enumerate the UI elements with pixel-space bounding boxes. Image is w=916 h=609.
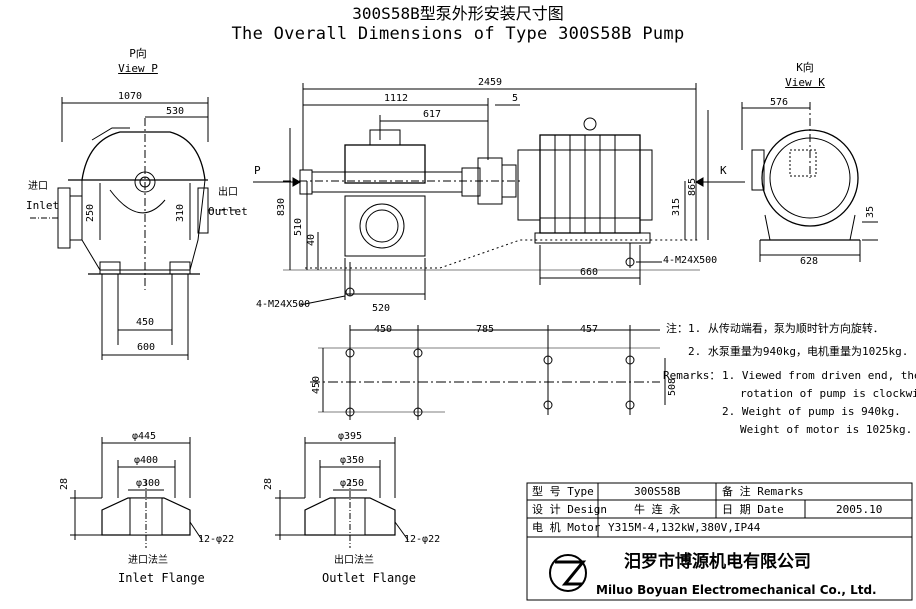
tb-motor-value: Y315M-4,132kW,380V,IP44: [608, 521, 761, 534]
view-k-en: View K: [785, 76, 825, 89]
dim-450-side: 450: [136, 317, 155, 328]
tb-type-value: 300S58B: [634, 485, 681, 498]
dim-617: 617: [423, 109, 442, 120]
bolt-motor-label: 4-M24X500: [663, 255, 718, 266]
outlet-flange-thick: 28: [263, 477, 274, 490]
inlet-flange-drawing: [70, 437, 203, 548]
dim-660: 660: [580, 267, 599, 278]
inlet-flange-pcd: φ400: [134, 455, 159, 466]
note-en-head: Remarks：: [663, 369, 721, 382]
inlet-flange-thick: 28: [59, 477, 70, 490]
dim-520: 520: [372, 303, 391, 314]
dim-250: 250: [85, 203, 96, 222]
inlet-flange-en: Inlet Flange: [118, 571, 205, 585]
dim-628: 628: [800, 256, 819, 267]
front-view-drawing: [253, 83, 745, 306]
outlet-flange-en: Outlet Flange: [322, 571, 416, 585]
note-en-1b: rotation of pump is clockwise.: [740, 387, 916, 400]
dim-1070: 1070: [118, 91, 143, 102]
outlet-flange-outer: φ395: [338, 431, 363, 442]
note-cn-1: 注：1. 从传动端看，泵为顺时针方向旋转．: [666, 322, 884, 335]
dim-40: 40: [306, 233, 317, 246]
dim-plan-785: 785: [476, 324, 495, 335]
arrow-p-label: P: [254, 164, 261, 177]
tb-motor-label: 电 机 Motor: [532, 521, 601, 534]
note-en-1a: 1. Viewed from driven end, the: [722, 369, 916, 382]
note-en-2b: Weight of motor is 1025kg.: [740, 423, 913, 436]
outlet-cn: 出口: [218, 187, 238, 198]
dim-600: 600: [137, 342, 156, 353]
inlet-flange-cn: 进口法兰: [128, 555, 168, 566]
inlet-flange-holes: 12-φ22: [198, 534, 235, 545]
view-p-cn: P向: [129, 47, 147, 60]
k-view-drawing: [741, 102, 878, 262]
tb-remarks-label: 备 注 Remarks: [722, 485, 804, 498]
outlet-flange-pcd: φ350: [340, 455, 365, 466]
dim-310: 310: [175, 203, 186, 222]
title-block-grid: [526, 482, 913, 601]
arrow-k-label: K: [720, 164, 727, 177]
inlet-flange-bore: φ300: [136, 478, 161, 489]
plan-view-drawing: [310, 325, 666, 420]
p-view-drawing: [30, 97, 238, 360]
bolt-pump-label: 4-M24X500: [256, 299, 311, 310]
outlet-flange-holes: 12-φ22: [404, 534, 441, 545]
tb-type-label: 型 号 Type: [532, 485, 594, 498]
outlet-flange-bore: φ250: [340, 478, 365, 489]
dim-315: 315: [671, 197, 682, 216]
title-en: The Overall Dimensions of Type 300S58B P…: [231, 24, 685, 44]
inlet-en: Inlet: [26, 199, 60, 212]
dim-576: 576: [770, 97, 789, 108]
inlet-flange-outer: φ445: [132, 431, 157, 442]
tb-date-value: 2005.10: [836, 503, 883, 516]
inlet-cn: 进口: [28, 181, 48, 192]
dim-510: 510: [293, 217, 304, 236]
dim-plan-457: 457: [580, 324, 599, 335]
outlet-flange-cn: 出口法兰: [334, 555, 374, 566]
dim-830: 830: [276, 197, 287, 216]
note-cn-2: 2. 水泵重量为940kg，电机重量为1025kg.: [688, 345, 909, 358]
dim-865: 865: [687, 177, 698, 196]
dim-plan-450: 450: [374, 324, 393, 335]
view-k-cn: K向: [796, 61, 814, 74]
company-logo: [549, 554, 587, 592]
tb-design-value: 牛 连 永: [634, 503, 681, 516]
outlet-en: Outlet: [208, 205, 248, 218]
dim-530: 530: [166, 106, 185, 117]
note-en-2a: 2. Weight of pump is 940kg.: [722, 405, 901, 418]
company-name-en: Miluo Boyuan Electromechanical Co., Ltd.: [596, 583, 877, 597]
outlet-flange-drawing: [275, 437, 409, 548]
view-p-en: View P: [118, 62, 158, 75]
dim-1112: 1112: [384, 93, 409, 104]
tb-date-label: 日 期 Date: [722, 503, 784, 516]
dim-5: 5: [512, 93, 519, 104]
dim-plan-450-v: 450: [311, 375, 322, 394]
company-name-cn: 汨罗市博源机电有限公司: [624, 552, 811, 572]
title-cn: 300S58B型泵外形安装尺寸图: [352, 4, 564, 23]
dim-2459: 2459: [478, 77, 503, 88]
dim-35: 35: [865, 205, 876, 218]
tb-design-label: 设 计 Design: [532, 503, 607, 516]
